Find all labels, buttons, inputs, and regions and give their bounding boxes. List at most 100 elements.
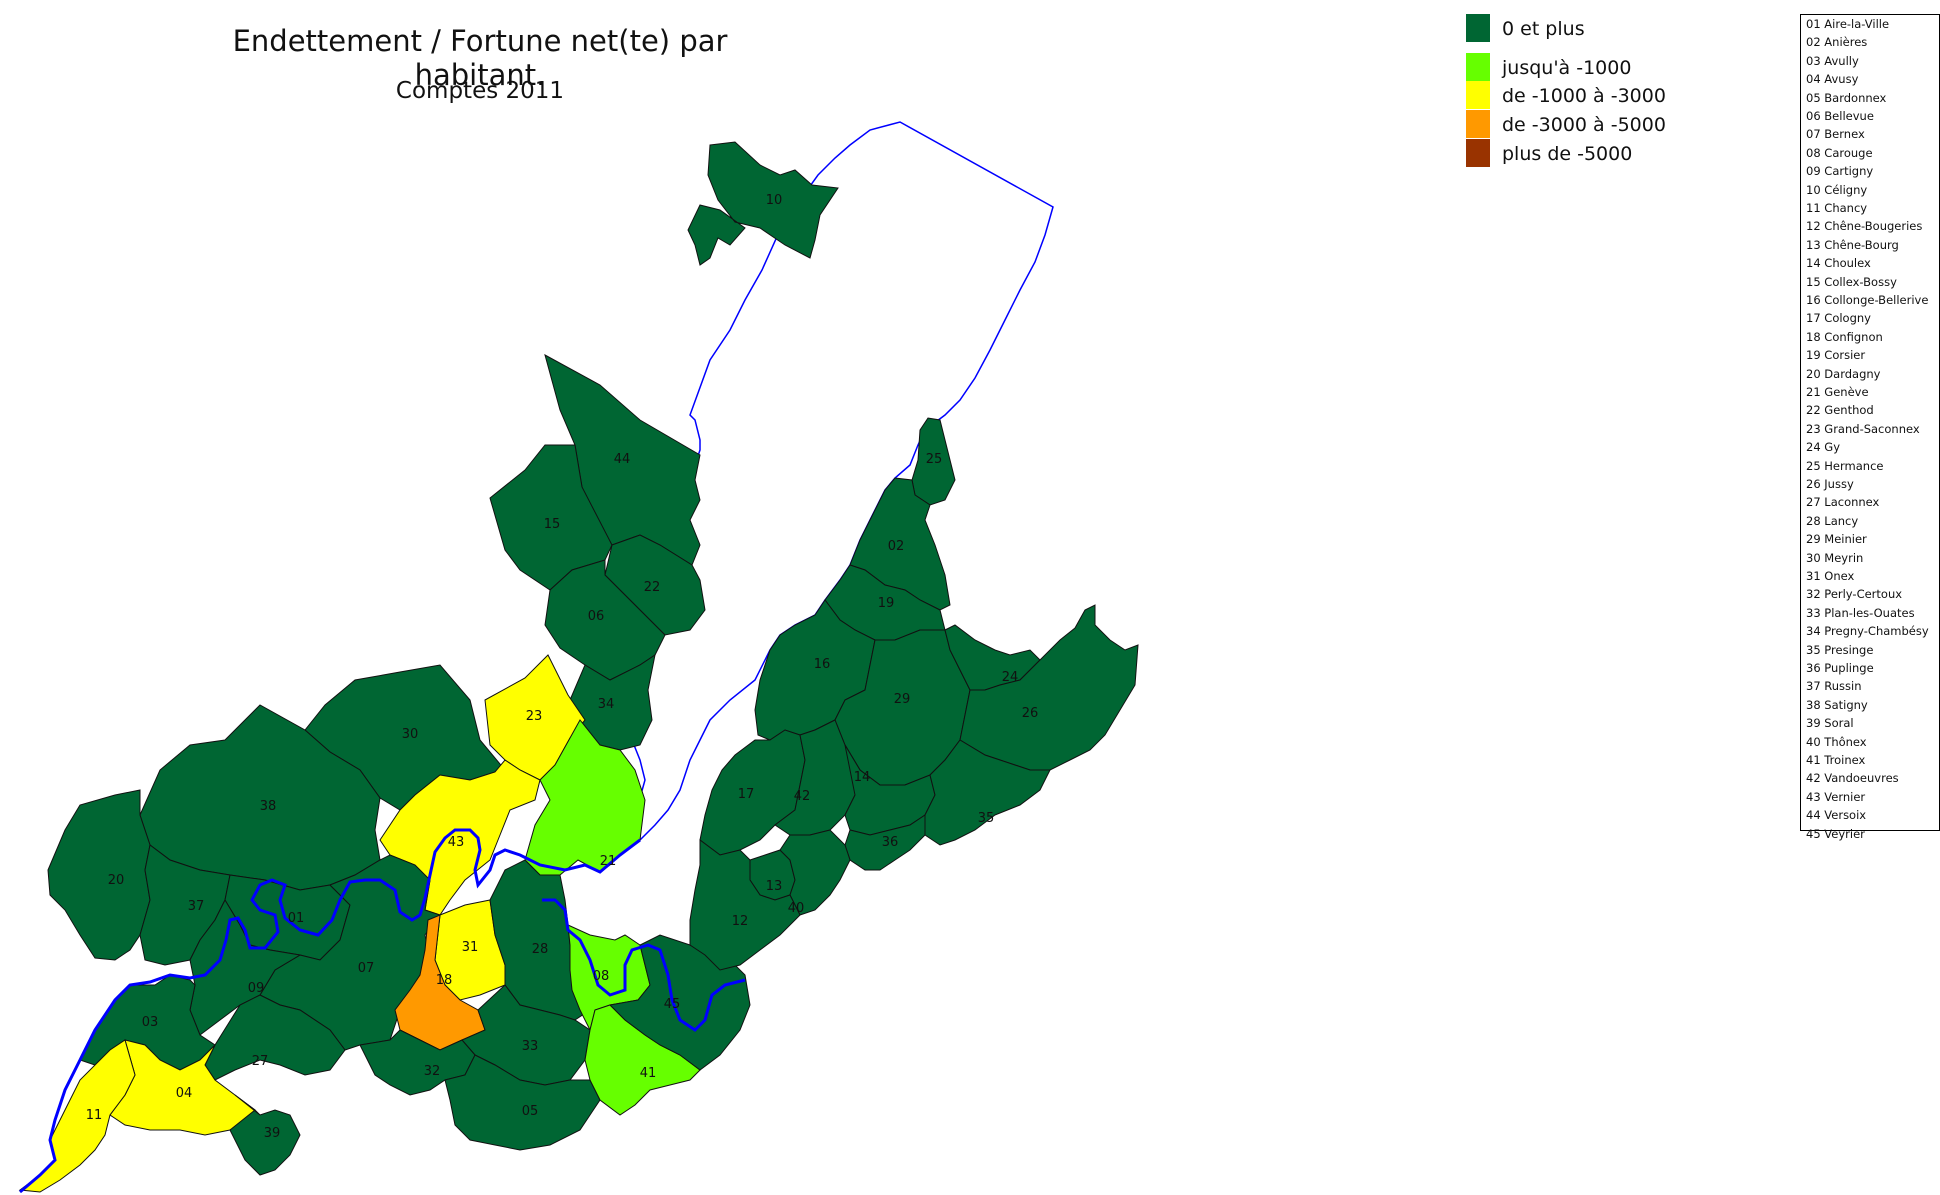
municipality-list-item: 24 Gy [1806, 440, 1841, 455]
label-27: 27 [252, 1054, 269, 1069]
region-jussy[interactable] [959, 604, 1139, 771]
municipality-list-item: 18 Confignon [1806, 329, 1883, 344]
label-29: 29 [894, 692, 911, 707]
municipality-list-item: 02 Anières [1806, 35, 1868, 50]
legend-item-3: de -3000 à -5000 [1466, 110, 1706, 140]
label-43: 43 [448, 835, 465, 850]
municipality-list-item: 08 Carouge [1806, 145, 1873, 160]
municipality-list-item: 30 Meyrin [1806, 550, 1864, 565]
label-39: 39 [264, 1126, 281, 1141]
label-28: 28 [532, 942, 549, 957]
label-08: 08 [593, 969, 610, 984]
label-10: 10 [766, 193, 783, 208]
label-11: 11 [86, 1108, 103, 1123]
municipality-list-item: 25 Hermance [1806, 458, 1884, 473]
label-21: 21 [600, 854, 617, 869]
map-subtitle: Comptes 2011 [395, 78, 565, 104]
municipality-list-item: 27 Laconnex [1806, 495, 1880, 510]
label-24: 24 [1002, 670, 1019, 685]
legend-swatch-0 [1466, 14, 1490, 42]
municipality-list-item: 12 Chêne-Bougeries [1806, 219, 1923, 234]
region-thonex[interactable] [779, 829, 851, 916]
municipality-list-item: 07 Bernex [1806, 127, 1865, 142]
legend-label-3: de -3000 à -5000 [1502, 114, 1666, 136]
label-25: 25 [926, 452, 943, 467]
label-35: 35 [978, 811, 995, 826]
municipality-list-item: 32 Perly-Certoux [1806, 587, 1903, 602]
arve-river [542, 898, 746, 1032]
label-17: 17 [738, 787, 755, 802]
municipality-list-item: 28 Lancy [1806, 513, 1859, 528]
label-05: 05 [522, 1104, 539, 1119]
label-16: 16 [814, 657, 831, 672]
label-26: 26 [1022, 706, 1039, 721]
municipality-list-item: 16 Collonge-Bellerive [1806, 293, 1929, 307]
municipality-list-item: 11 Chancy [1806, 201, 1868, 215]
label-36: 36 [882, 835, 899, 850]
municipality-list-item: 17 Cologny [1806, 311, 1871, 326]
municipality-list-item: 29 Meinier [1806, 532, 1867, 547]
label-20: 20 [108, 873, 125, 888]
legend-label-1: jusqu'à -1000 [1502, 57, 1632, 79]
label-04: 04 [176, 1086, 193, 1101]
municipality-list-item: 06 Bellevue [1806, 109, 1874, 123]
municipality-list-item: 33 Plan-les-Ouates [1806, 605, 1915, 620]
region-collex-bossy[interactable] [489, 444, 613, 591]
label-13: 13 [766, 879, 783, 894]
municipality-list-item: 39 Soral [1806, 716, 1854, 731]
region-celigny[interactable] [687, 141, 839, 266]
municipality-list-item: 45 Veyrier [1806, 826, 1865, 841]
region-hermance[interactable] [911, 417, 956, 506]
municipality-list-item: 15 Collex-Bossy [1806, 274, 1897, 289]
municipality-list-item: 22 Genthod [1806, 403, 1874, 418]
municipality-list-item: 14 Choulex [1806, 256, 1871, 271]
label-23: 23 [526, 709, 543, 724]
label-40: 40 [788, 901, 805, 916]
label-01: 01 [288, 911, 305, 926]
municipality-list-item: 19 Corsier [1806, 348, 1866, 363]
region-labels: 10 44 15 22 06 34 23 30 38 43 21 20 37 0… [86, 193, 1039, 1141]
municipality-list-item: 03 Avully [1806, 53, 1859, 68]
legend-item-1: jusqu'à -1000 [1466, 53, 1706, 83]
legend-item-0: 0 et plus [1466, 14, 1706, 44]
municipality-list-item: 35 Presinge [1806, 642, 1874, 657]
municipality-list-item: 13 Chêne-Bourg [1806, 237, 1899, 252]
legend-label-2: de -1000 à -3000 [1502, 85, 1666, 107]
label-22: 22 [644, 580, 661, 595]
legend-item-4: plus de -5000 [1466, 139, 1706, 169]
region-bellevue[interactable] [544, 559, 666, 681]
municipality-list-item: 10 Céligny [1806, 182, 1868, 197]
region-veyrier[interactable] [608, 934, 751, 1071]
label-06: 06 [588, 609, 605, 624]
label-32: 32 [424, 1064, 441, 1079]
label-02: 02 [888, 539, 905, 554]
municipality-list-item: 40 Thônex [1806, 734, 1867, 749]
region-geneve[interactable] [524, 719, 646, 876]
municipality-list: 01 Aire-la-Ville 02 Anières 03 Avully 04 Av… [1800, 14, 1940, 841]
municipality-list-item: 43 Vernier [1806, 789, 1866, 804]
label-44: 44 [614, 452, 631, 467]
municipality-list-item: 38 Satigny [1806, 697, 1868, 712]
municipality-list-item: 26 Jussy [1806, 477, 1854, 491]
municipality-list-item: 04 Avusy [1806, 72, 1859, 87]
municipality-list-item: 37 Russin [1806, 679, 1862, 694]
municipality-list-item: 34 Pregny-Chambésy [1806, 624, 1929, 639]
region-soral[interactable] [229, 1094, 301, 1176]
municipality-list-item: 09 Cartigny [1806, 164, 1874, 179]
label-09: 09 [248, 981, 265, 996]
legend-swatch-1 [1466, 53, 1490, 81]
label-03: 03 [142, 1015, 159, 1030]
label-42: 42 [794, 789, 811, 804]
legend-swatch-4 [1466, 139, 1490, 167]
region-dardagny[interactable] [47, 789, 151, 961]
municipality-list-item: 01 Aire-la-Ville [1806, 17, 1890, 31]
municipality-list-item: 41 Troinex [1806, 753, 1866, 767]
region-laconnex[interactable] [204, 994, 346, 1081]
label-15: 15 [544, 517, 561, 532]
label-34: 34 [598, 697, 615, 712]
region-chene-bougeries[interactable] [689, 839, 801, 971]
label-14: 14 [854, 770, 871, 785]
label-19: 19 [878, 596, 895, 611]
label-30: 30 [402, 727, 419, 742]
legend-item-2: de -1000 à -3000 [1466, 81, 1706, 111]
